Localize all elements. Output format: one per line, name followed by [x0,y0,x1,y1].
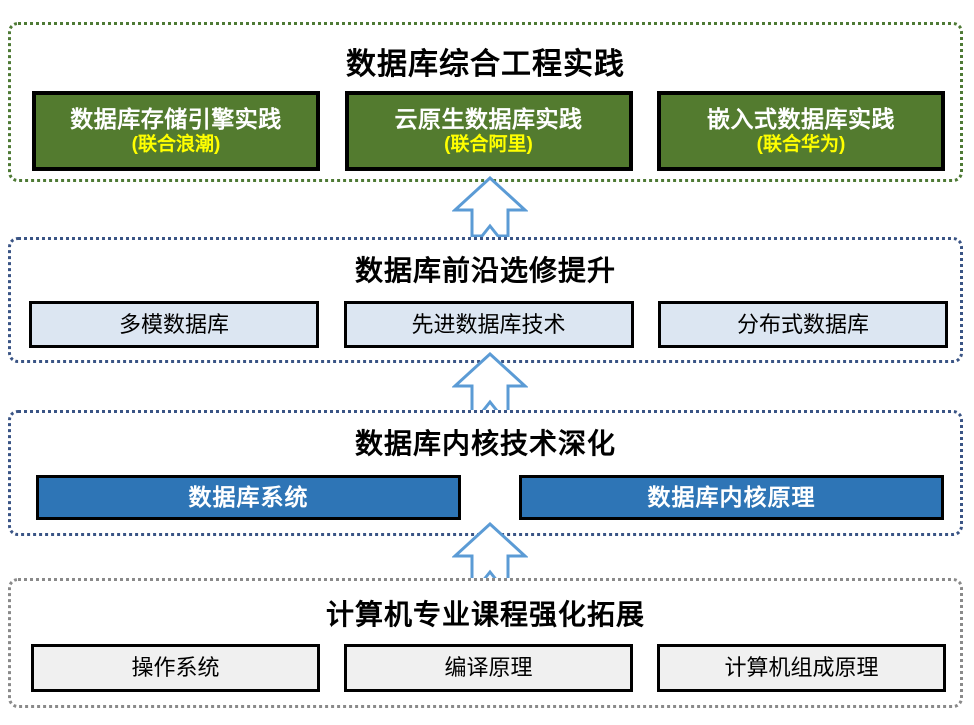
course-box-label: 多模数据库 [118,311,229,337]
tier-comprehensive-engineering-practice: 数据库综合工程实践 数据库存储引擎实践 (联合浪潮) 云原生数据库实践 (联合阿… [8,22,963,182]
tier-title-kernel-deepening: 数据库内核技术深化 [354,428,616,459]
course-box-label: 计算机组成原理 [724,655,879,681]
course-box-label: 先进数据库技术 [411,311,566,337]
tier-title-comprehensive-engineering-practice: 数据库综合工程实践 [346,48,625,81]
course-box-embedded-database-practice[interactable]: 嵌入式数据库实践 (联合华为) [657,91,945,171]
course-box-row-core: 操作系统 编译原理 计算机组成原理 [31,644,946,692]
course-box-partner-label: (联合浪潮) [131,133,221,155]
course-box-row-electives: 多模数据库 先进数据库技术 分布式数据库 [29,301,948,348]
course-box-cloud-native-database-practice[interactable]: 云原生数据库实践 (联合阿里) [344,91,633,171]
course-box-label: 数据库系统 [188,484,309,511]
course-box-row-kernel: 数据库系统 数据库内核原理 [36,475,944,520]
course-box-compiler-principles[interactable]: 编译原理 [344,644,633,692]
course-box-multi-model-database[interactable]: 多模数据库 [29,301,319,348]
course-box-row-practice: 数据库存储引擎实践 (联合浪潮) 云原生数据库实践 (联合阿里) 嵌入式数据库实… [32,91,945,171]
up-arrow-icon-electives-to-practice [452,176,528,238]
course-box-label: 操作系统 [131,655,220,681]
tier-cs-core-extension: 计算机专业课程强化拓展 操作系统 编译原理 计算机组成原理 [8,578,963,708]
course-box-partner-label: (联合华为) [756,133,846,155]
tier-frontier-electives: 数据库前沿选修提升 多模数据库 先进数据库技术 分布式数据库 [8,237,963,363]
course-box-partner-label: (联合阿里) [444,133,533,155]
course-box-label: 数据库存储引擎实践 [70,106,282,133]
tier-title-frontier-electives: 数据库前沿选修提升 [354,255,616,286]
course-box-operating-system[interactable]: 操作系统 [31,644,320,692]
course-box-advanced-database-technology[interactable]: 先进数据库技术 [343,301,634,348]
course-box-computer-organization[interactable]: 计算机组成原理 [657,644,946,692]
course-box-label: 数据库内核原理 [647,484,816,511]
course-box-database-system[interactable]: 数据库系统 [36,475,461,520]
course-box-label: 分布式数据库 [736,311,869,337]
up-arrow-icon-core-to-kernel [452,522,528,584]
tier-title-cs-core-extension: 计算机专业课程强化拓展 [325,599,645,630]
up-arrow-icon-kernel-to-electives [452,352,528,414]
course-box-distributed-database[interactable]: 分布式数据库 [658,301,948,348]
course-box-label: 云原生数据库实践 [394,106,583,133]
course-box-storage-engine-practice[interactable]: 数据库存储引擎实践 (联合浪潮) [32,91,320,171]
course-box-database-kernel-principles[interactable]: 数据库内核原理 [519,475,944,520]
tier-kernel-deepening: 数据库内核技术深化 数据库系统 数据库内核原理 [8,410,963,536]
course-box-label: 嵌入式数据库实践 [707,106,895,133]
course-box-label: 编译原理 [444,655,533,681]
